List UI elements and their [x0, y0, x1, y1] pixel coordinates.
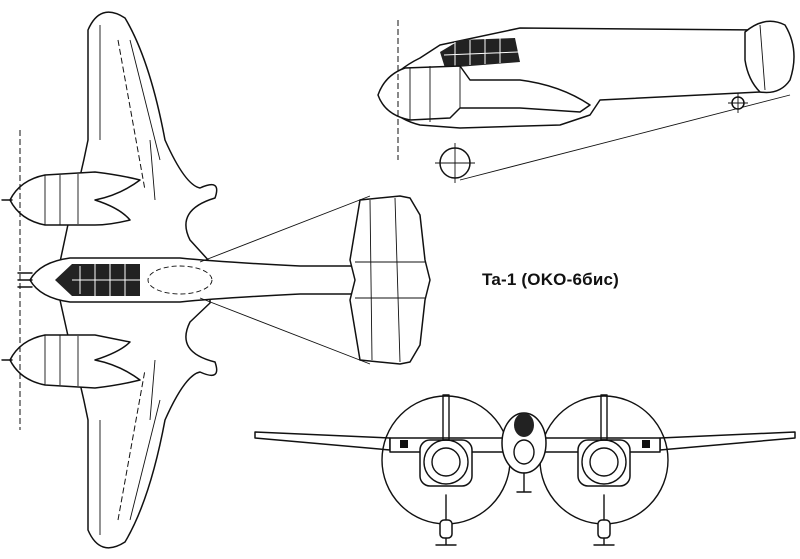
boom-lines [199, 195, 371, 365]
front-tail-wheel [516, 472, 532, 493]
glazing-frames [72, 264, 140, 296]
front-port-left [400, 440, 408, 448]
side-canopy-frames [443, 38, 519, 66]
tail-lines [355, 197, 425, 363]
side-tail-fin [744, 20, 795, 94]
side-tailwheel-crosshair [728, 93, 748, 113]
front-view [254, 394, 796, 546]
front-engine-left [419, 394, 473, 546]
front-nose [513, 439, 535, 465]
wing-dashed-line [117, 39, 146, 521]
engine-right [1, 334, 141, 389]
tailplane [349, 195, 431, 365]
engine-left [1, 171, 141, 226]
fuselage-dashed-oval [147, 265, 213, 295]
side-wheel-crosshair [435, 143, 475, 183]
side-view [377, 20, 795, 183]
front-canopy [514, 413, 534, 437]
side-engine-lines [409, 66, 461, 122]
front-engine-right [577, 394, 631, 546]
wing-spar-lines [99, 25, 161, 535]
top-view [1, 11, 431, 549]
drawing-caption: Ta-1 (OKO-6бис) [482, 270, 619, 289]
front-port-right [642, 440, 650, 448]
side-fin-line [759, 24, 766, 91]
side-engine [377, 65, 591, 121]
side-ground-line [459, 94, 791, 181]
